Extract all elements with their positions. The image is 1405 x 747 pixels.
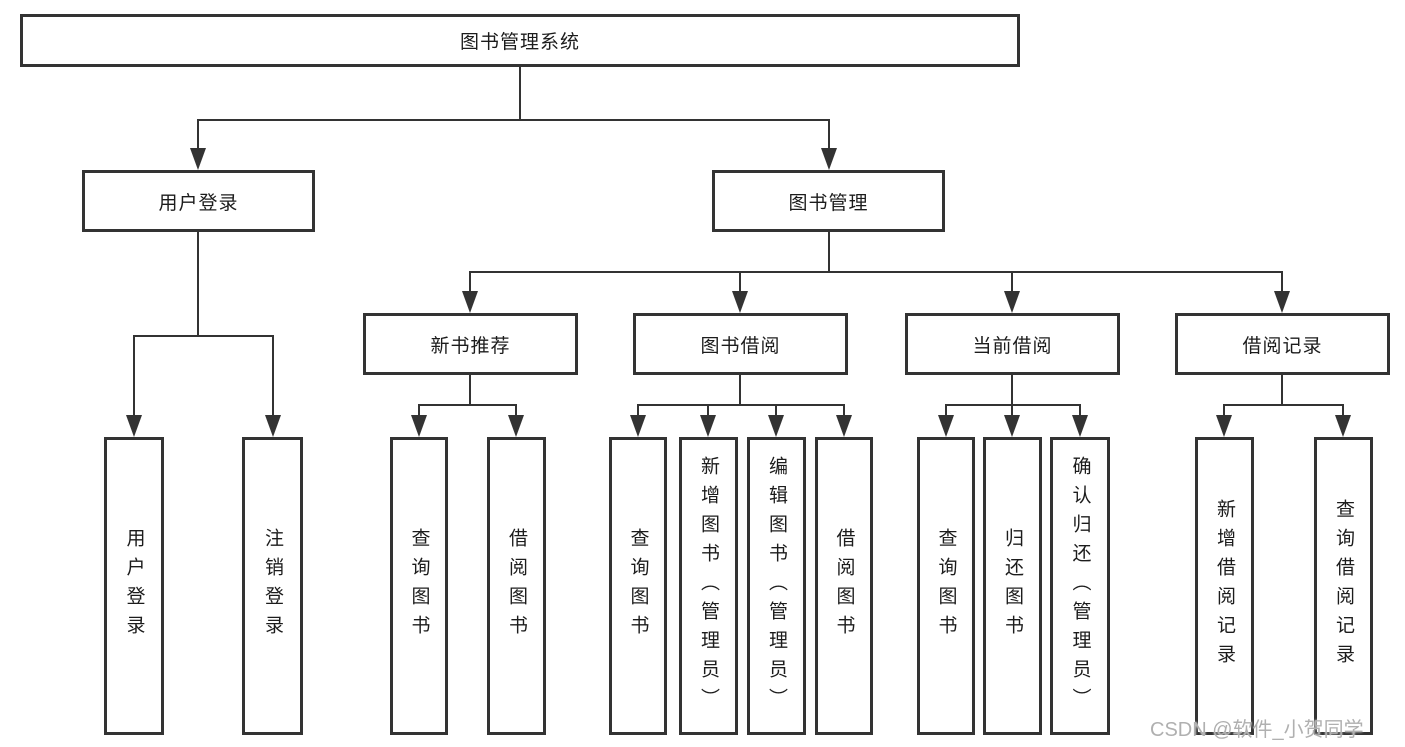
node-new-book-recommend-label: 新书推荐 — [430, 335, 511, 357]
leaf-borrow-book-1-label: 借阅图书 — [506, 528, 527, 644]
connector-line — [469, 271, 1283, 273]
leaf-borrow-book-2: 借阅图书 — [815, 437, 873, 735]
arrow-down-icon — [1004, 291, 1020, 313]
leaf-confirm-return-admin-label: 确认归还（管理员） — [1069, 455, 1091, 717]
leaf-query-book-2-label: 查询图书 — [627, 528, 649, 644]
csdn-watermark: CSDN @软件_小贺同学 — [1150, 719, 1364, 741]
connector-line — [1342, 404, 1344, 415]
leaf-query-book-2: 查询图书 — [609, 437, 667, 735]
connector-line — [197, 119, 199, 148]
leaf-borrow-book-1: 借阅图书 — [487, 437, 546, 735]
leaf-query-book-3: 查询图书 — [917, 437, 975, 735]
node-root: 图书管理系统 — [20, 14, 1020, 67]
connector-line — [945, 404, 1081, 406]
connector-line — [945, 404, 947, 415]
arrow-down-icon — [1274, 291, 1290, 313]
leaf-confirm-return-admin: 确认归还（管理员） — [1050, 437, 1110, 735]
arrow-down-icon — [508, 415, 524, 437]
connector-line — [1079, 404, 1081, 415]
connector-line — [133, 335, 274, 337]
node-new-book-recommend: 新书推荐 — [363, 313, 578, 375]
node-book-borrow-label: 图书借阅 — [700, 335, 781, 357]
leaf-user-login-label: 用户登录 — [123, 528, 145, 644]
connector-line — [197, 119, 830, 121]
connector-line — [418, 404, 420, 415]
connector-line — [1281, 271, 1283, 291]
node-user-login: 用户登录 — [82, 170, 315, 232]
arrow-down-icon — [768, 415, 784, 437]
connector-line — [1011, 375, 1013, 406]
node-book-management: 图书管理 — [712, 170, 945, 232]
leaf-query-book-3-label: 查询图书 — [935, 528, 957, 644]
leaf-user-login: 用户登录 — [104, 437, 164, 735]
connector-line — [1281, 375, 1283, 406]
arrow-down-icon — [126, 415, 142, 437]
leaf-query-book-1-label: 查询图书 — [408, 528, 430, 644]
connector-line — [707, 404, 709, 415]
arrow-down-icon — [700, 415, 716, 437]
connector-line — [469, 271, 471, 291]
node-borrow-record-label: 借阅记录 — [1242, 335, 1323, 357]
leaf-borrow-book-2-label: 借阅图书 — [833, 528, 855, 644]
leaf-add-book-admin: 新增图书（管理员） — [679, 437, 738, 735]
node-borrow-record: 借阅记录 — [1175, 313, 1390, 375]
arrow-down-icon — [732, 291, 748, 313]
arrow-down-icon — [630, 415, 646, 437]
connector-line — [1011, 404, 1013, 415]
leaf-add-book-admin-label: 新增图书（管理员） — [698, 455, 719, 717]
arrow-down-icon — [265, 415, 281, 437]
connector-line — [515, 404, 517, 415]
leaf-add-borrow-record-label: 新增借阅记录 — [1214, 499, 1235, 673]
node-root-label: 图书管理系统 — [459, 32, 580, 53]
leaf-query-borrow-record-label: 查询借阅记录 — [1333, 499, 1354, 673]
arrow-down-icon — [1335, 415, 1351, 437]
connector-line — [418, 404, 517, 406]
leaf-logout: 注销登录 — [242, 437, 303, 735]
arrow-down-icon — [1072, 415, 1088, 437]
arrow-down-icon — [190, 148, 206, 170]
connector-line — [469, 375, 471, 406]
arrow-down-icon — [1004, 415, 1020, 437]
connector-line — [1011, 271, 1013, 291]
connector-line — [197, 232, 199, 336]
connector-line — [133, 335, 135, 415]
connector-line — [739, 271, 741, 291]
connector-line — [828, 119, 830, 148]
connector-line — [775, 404, 777, 415]
leaf-edit-book-admin: 编辑图书（管理员） — [747, 437, 806, 735]
connector-line — [843, 404, 845, 415]
leaf-return-book: 归还图书 — [983, 437, 1042, 735]
connector-line — [637, 404, 639, 415]
connector-line — [1223, 404, 1225, 415]
node-book-borrow: 图书借阅 — [633, 313, 848, 375]
connector-line — [272, 335, 274, 415]
connector-line — [828, 232, 830, 273]
leaf-return-book-label: 归还图书 — [1002, 528, 1023, 644]
node-current-borrow-label: 当前借阅 — [972, 335, 1053, 357]
node-user-login-label: 用户登录 — [158, 192, 239, 214]
node-current-borrow: 当前借阅 — [905, 313, 1120, 375]
leaf-edit-book-admin-label: 编辑图书（管理员） — [766, 455, 787, 717]
leaf-query-book-1: 查询图书 — [390, 437, 448, 735]
arrow-down-icon — [836, 415, 852, 437]
arrow-down-icon — [938, 415, 954, 437]
leaf-logout-label: 注销登录 — [262, 528, 283, 644]
connector-line — [739, 375, 741, 406]
leaf-query-borrow-record: 查询借阅记录 — [1314, 437, 1373, 735]
connector-line — [519, 67, 521, 119]
leaf-add-borrow-record: 新增借阅记录 — [1195, 437, 1254, 735]
arrow-down-icon — [821, 148, 837, 170]
arrow-down-icon — [462, 291, 478, 313]
connector-line — [1223, 404, 1344, 406]
connector-line — [637, 404, 845, 406]
arrow-down-icon — [1216, 415, 1232, 437]
arrow-down-icon — [411, 415, 427, 437]
node-book-management-label: 图书管理 — [788, 192, 869, 214]
